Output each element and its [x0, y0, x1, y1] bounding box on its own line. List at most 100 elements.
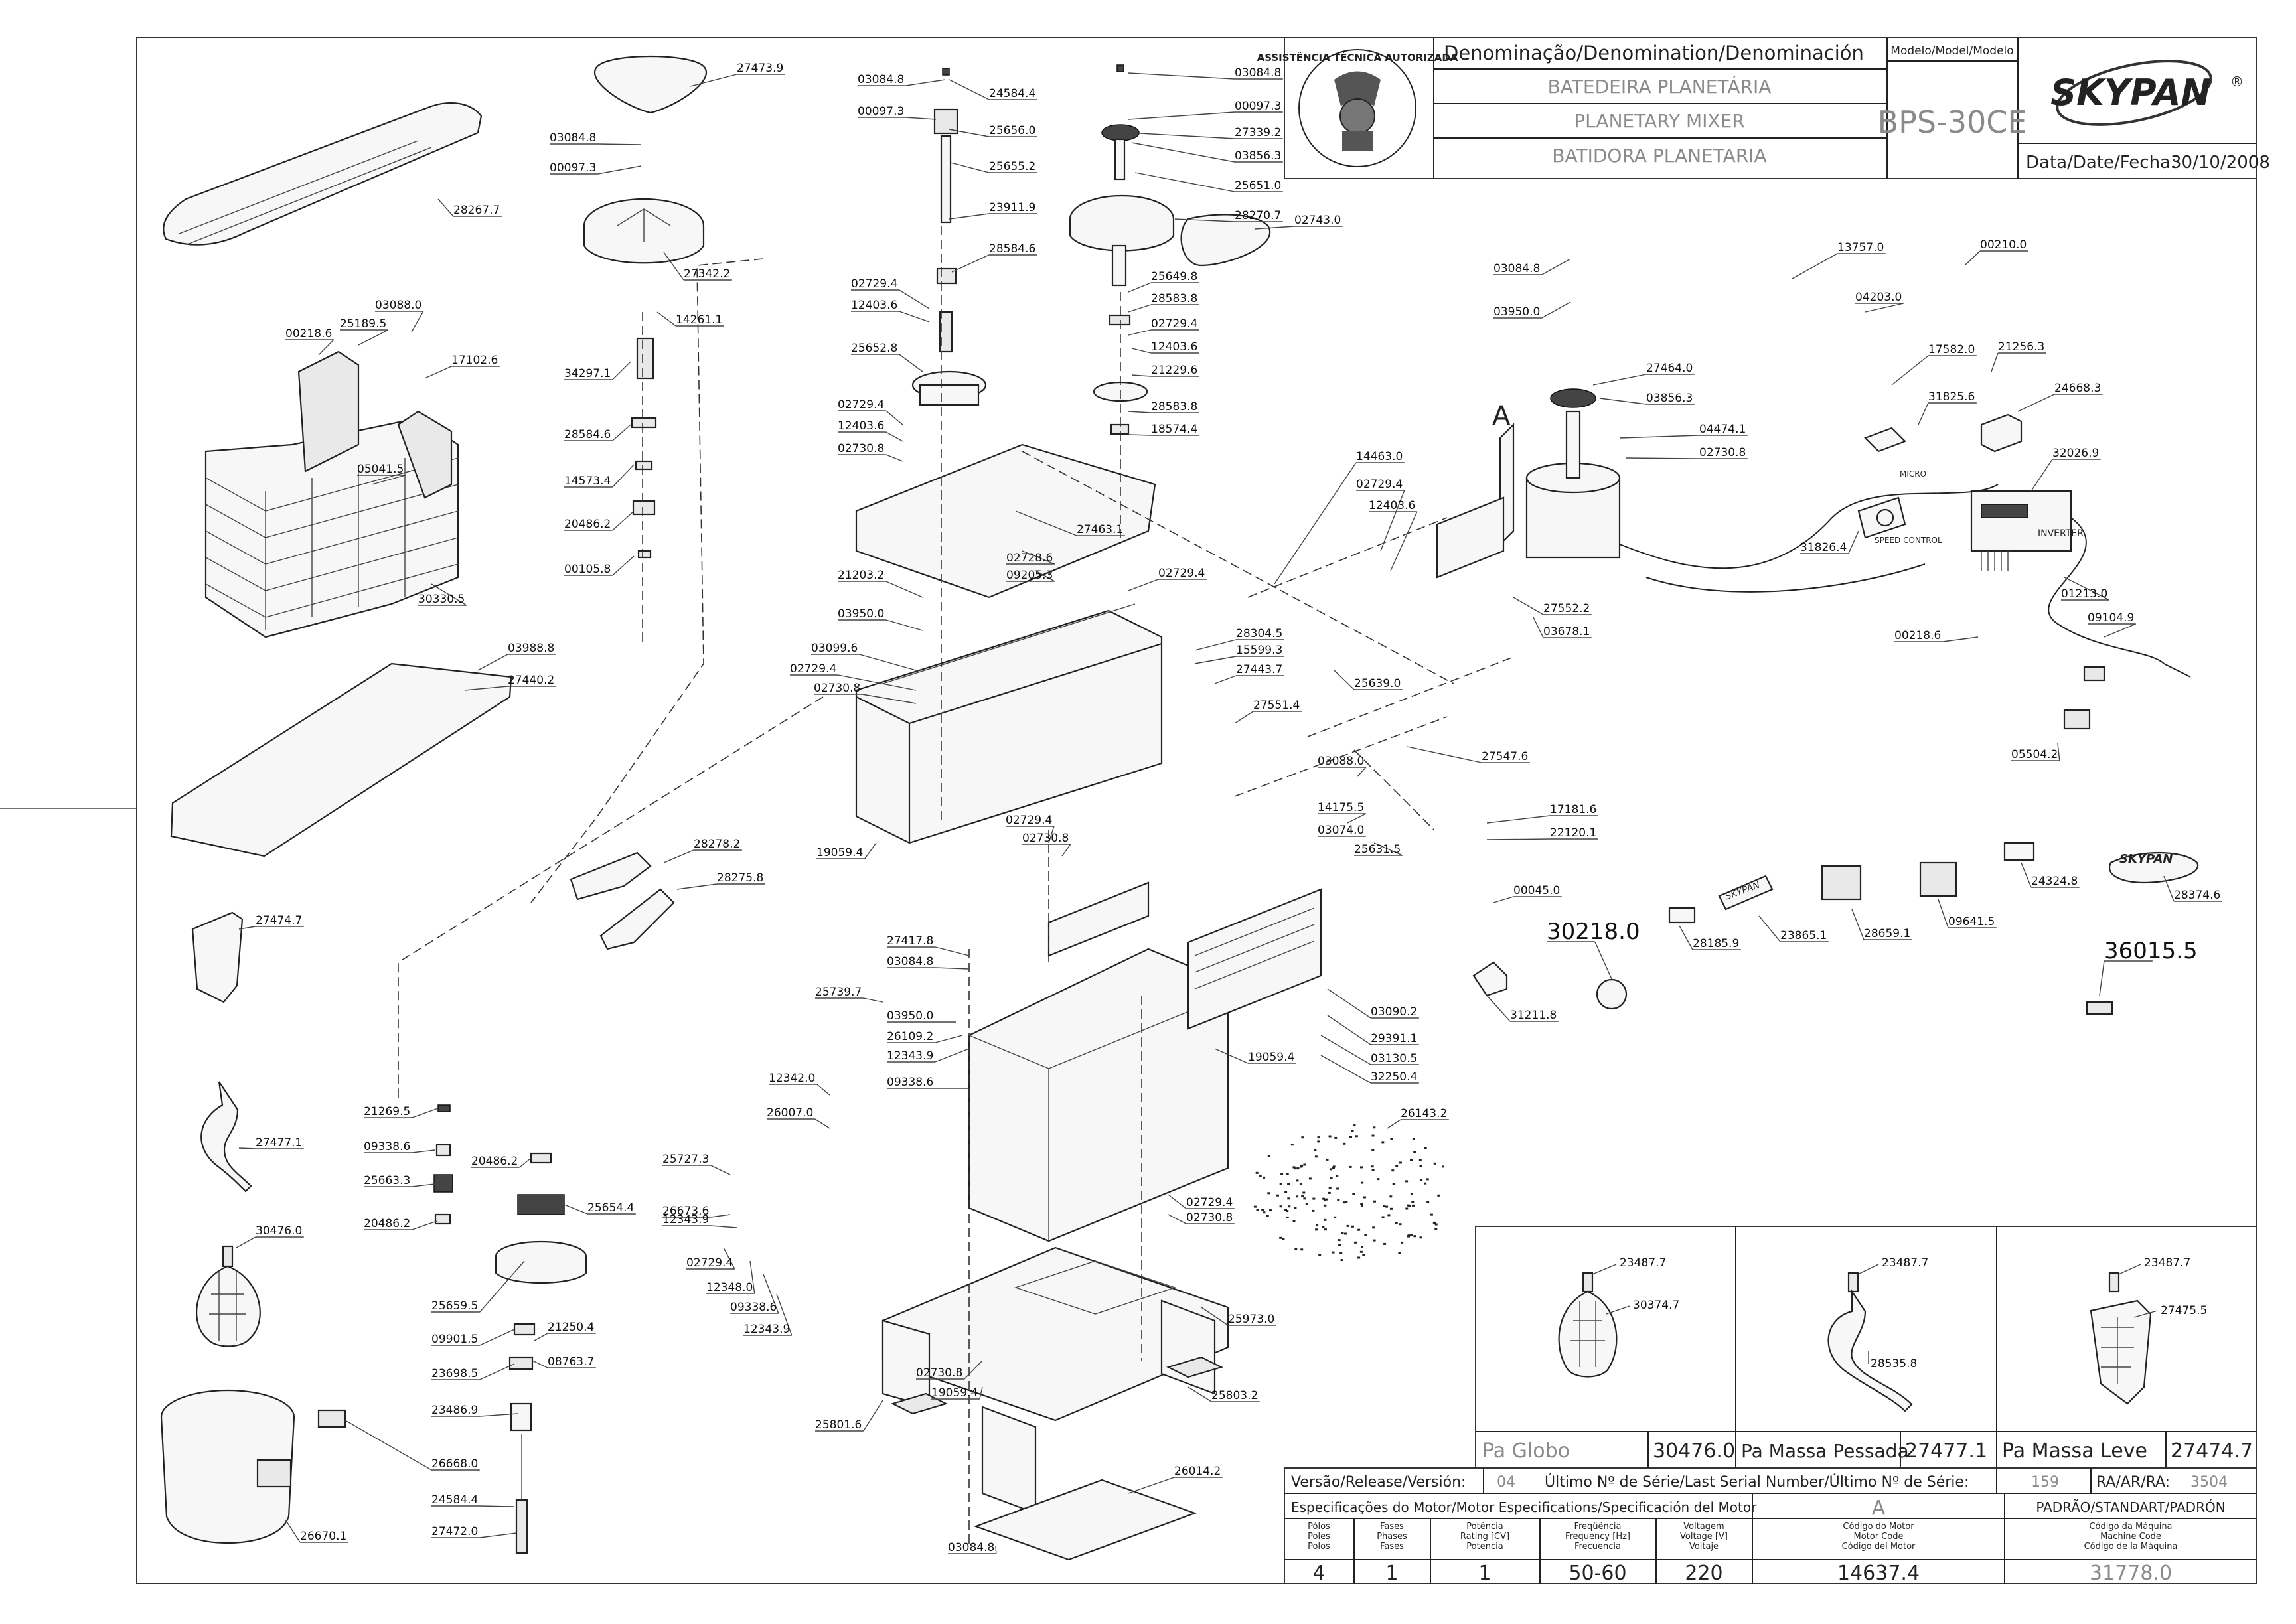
- callout-leader-line: [2163, 875, 2222, 902]
- part-number-callout: 26143.2: [1401, 1107, 1447, 1120]
- name-es: BATIDORA PLANETARIA: [1552, 145, 1766, 167]
- gear-housing: [855, 603, 1163, 844]
- motor-pulley-stack: [1069, 64, 1271, 435]
- callout-leader-line: [656, 311, 724, 327]
- part-number-callout: 05041.5: [357, 463, 404, 476]
- accessory-code-whisk: 30476.0: [1653, 1439, 1735, 1463]
- part-number-callout: 12403.6: [1151, 340, 1197, 354]
- relay: [1980, 413, 2023, 453]
- part-number-callout: 03130.5: [1371, 1052, 1417, 1065]
- logo-sticker: SKYPAN: [2109, 851, 2199, 884]
- fastener-dot: [1312, 1197, 1316, 1200]
- callout-leader-line: [285, 1519, 348, 1543]
- part-number-callout: 04474.1: [1699, 423, 1746, 436]
- callout-leader-line: [816, 842, 877, 859]
- callout-leader-line: [838, 410, 903, 425]
- motor-spec-label: Voltage [V]: [1680, 1532, 1728, 1542]
- callout-leader-line: [1006, 826, 1055, 844]
- part-number-callout: 25973.0: [1228, 1313, 1274, 1326]
- accessory-label: 30374.7: [1633, 1299, 1679, 1312]
- fastener-dot: [1328, 1187, 1332, 1189]
- fastener-dot: [1330, 1177, 1333, 1179]
- motor-spec-label: Voltagem: [1683, 1522, 1724, 1532]
- callout-leader-line: [1015, 510, 1125, 536]
- part-number-callout: 28584.6: [564, 428, 611, 441]
- part-number-callout: 09205.3: [1006, 569, 1053, 582]
- callout-leader-line: [663, 252, 732, 281]
- callout-leader-line: [534, 1333, 596, 1341]
- fastener-dot: [1332, 1167, 1335, 1169]
- fastener-dot: [1280, 1173, 1284, 1175]
- fastener-dot: [1410, 1159, 1413, 1161]
- fastener-dot: [1296, 1195, 1299, 1198]
- callout-leader-line: [431, 1260, 525, 1313]
- callout-leader-line: [464, 686, 556, 691]
- fastener-dot: [1301, 1136, 1304, 1139]
- fastener-dot: [1442, 1165, 1444, 1168]
- callout-leader-line: [1619, 435, 1748, 439]
- part-number-callout: 25663.3: [364, 1174, 410, 1187]
- bowl-guard-top: [163, 102, 483, 246]
- callout-leader-line: [1334, 670, 1403, 690]
- fastener-dot: [1381, 1216, 1385, 1218]
- part-number-callout: 28267.7: [453, 204, 500, 217]
- accessory-code-beater: 27474.7: [2171, 1439, 2253, 1463]
- fastener-dot: [1305, 1203, 1308, 1205]
- part-number-callout: 27339.2: [1235, 126, 1281, 139]
- name-en: PLANETARY MIXER: [1574, 110, 1744, 132]
- part-number-callout: 00045.0: [1513, 884, 1560, 897]
- fastener-dot: [1324, 1204, 1327, 1207]
- fastener-dot: [1418, 1159, 1422, 1161]
- seal-text: ASSISTÊNCIA TÉCNICA AUTORIZADA: [1257, 51, 1458, 64]
- callout-leader-line: [1407, 746, 1530, 763]
- fastener-dot: [1330, 1168, 1333, 1171]
- callout-leader-line: [951, 254, 1037, 273]
- part-number-callout: 12403.6: [838, 419, 884, 433]
- motor-spec-label: Voltaje: [1689, 1542, 1719, 1552]
- callout-leader-line: [418, 583, 467, 606]
- part-number-callout: 18574.4: [1151, 423, 1197, 436]
- fastener-dot: [1381, 1141, 1385, 1144]
- part-number-callout: 28584.6: [989, 242, 1035, 256]
- skypan-logo: SKYPAN ®: [2050, 60, 2244, 126]
- callout-leader-line: [1918, 402, 1977, 425]
- part-number-callout: 12348.0: [706, 1281, 753, 1294]
- fastener-dot: [1323, 1199, 1326, 1201]
- part-number-callout: 36015.5: [2104, 938, 2198, 964]
- callout-leader-line: [1318, 813, 1367, 824]
- callout-leader-line: [814, 694, 917, 704]
- callout-leader-line: [1626, 457, 1748, 459]
- part-number-callout: 04203.0: [1855, 291, 1902, 304]
- part-number-callout: 28275.8: [717, 871, 763, 885]
- motor-spec-label: Potencia: [1466, 1542, 1503, 1552]
- part-number-callout: 02730.8: [814, 682, 860, 695]
- fastener-dot: [1263, 1176, 1265, 1179]
- callout-leader-line: [1320, 1035, 1419, 1065]
- fastener-dot: [1410, 1193, 1413, 1195]
- denomination-header: Denominação/Denomination/Denominación: [1444, 42, 1864, 64]
- part-number-callout: 27473.9: [737, 62, 783, 75]
- fastener-dot: [1288, 1205, 1291, 1208]
- fastener-dot: [1284, 1191, 1288, 1193]
- callout-leader-line: [1486, 838, 1598, 840]
- fastener-dot: [1308, 1177, 1312, 1180]
- mixing-bowl: [160, 1389, 295, 1544]
- part-number-callout: 02729.4: [1158, 567, 1205, 580]
- callout-leader-line: [1254, 226, 1343, 230]
- motor-spec-value: 31778.0: [2090, 1562, 2172, 1585]
- part-number-callout: 19059.4: [931, 1386, 978, 1400]
- part-number-callout: 19059.4: [1248, 1051, 1294, 1064]
- callout-leader-line: [690, 74, 785, 87]
- part-number-callout: 03950.0: [1493, 305, 1540, 319]
- callout-leader-line: [564, 1204, 636, 1215]
- accessory-dough-hook: [1827, 1272, 1913, 1412]
- fastener-dot: [1434, 1228, 1438, 1230]
- callout-leader-line: [1168, 1194, 1235, 1209]
- filter-panel: [1187, 888, 1322, 1030]
- fastener-dot: [1312, 1209, 1315, 1212]
- callout-leader-line: [1327, 1015, 1419, 1045]
- fastener-dot: [1426, 1201, 1430, 1203]
- callout-leader-line: [238, 1147, 304, 1149]
- fastener-dot: [1253, 1205, 1257, 1208]
- fastener-dot: [1256, 1209, 1259, 1211]
